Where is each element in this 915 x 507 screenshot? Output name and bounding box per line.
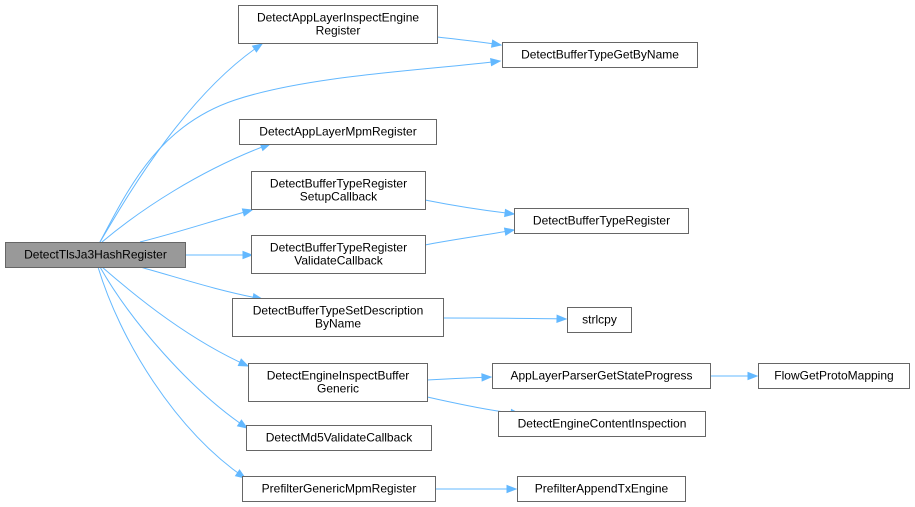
node-label: PrefilterGenericMpmRegister (262, 482, 417, 496)
node-buffer-type-get[interactable]: DetectBufferTypeGetByName (502, 42, 698, 68)
node-label: DetectAppLayerMpmRegister (259, 125, 416, 139)
edge-set-description-to-strlcpy (442, 314, 568, 323)
node-content-inspection[interactable]: DetectEngineContentInspection (498, 411, 706, 437)
node-label: DetectTlsJa3HashRegister (24, 248, 167, 262)
node-buffer-type-register[interactable]: DetectBufferTypeRegister (514, 208, 689, 234)
node-mpm-register[interactable]: DetectAppLayerMpmRegister (239, 119, 437, 145)
node-label: ValidateCallback (294, 254, 383, 268)
node-label: DetectEngineContentInspection (518, 417, 687, 431)
edge-prefilter-mpm-to-append-tx (435, 484, 518, 494)
edge-setup-callback-to-buffer-type-register (424, 199, 516, 218)
node-label: DetectEngineInspectBuffer (267, 369, 410, 383)
edge-root-to-inspect-buffer (101, 266, 250, 367)
node-get-state-progress[interactable]: AppLayerParserGetStateProgress (492, 363, 711, 389)
edge-root-to-validate-callback (185, 250, 254, 260)
node-label: DetectBufferTypeRegister (270, 241, 407, 255)
edge-root-to-set-description (139, 266, 264, 302)
edge-validate-callback-to-buffer-type-register (424, 227, 516, 246)
node-label: FlowGetProtoMapping (774, 369, 893, 383)
edge-inspect-engine-to-buffer-type-get (436, 36, 503, 48)
edge-root-to-inspect-engine (99, 43, 264, 243)
node-strlcpy[interactable]: strlcpy (567, 307, 632, 333)
node-label: DetectAppLayerInspectEngine (257, 11, 419, 25)
node-label: SetupCallback (300, 190, 378, 204)
node-layer: DetectTlsJa3HashRegister DetectAppLayerIn… (5, 5, 910, 502)
node-label: DetectBufferTypeGetByName (521, 48, 679, 62)
edge-inspect-buffer-to-get-state-progress (426, 373, 493, 382)
node-label: Register (316, 24, 361, 38)
node-proto-mapping[interactable]: FlowGetProtoMapping (758, 363, 910, 389)
node-md5-validate[interactable]: DetectMd5ValidateCallback (246, 425, 432, 451)
edge-root-to-md5-validate (99, 266, 249, 429)
node-label: ByName (315, 317, 361, 331)
node-label: PrefilterAppendTxEngine (535, 482, 669, 496)
node-label: DetectMd5ValidateCallback (266, 431, 414, 445)
edge-root-to-buffer-type-get (99, 58, 502, 243)
node-label: AppLayerParserGetStateProgress (510, 369, 692, 383)
node-label: DetectBufferTypeSetDescription (253, 304, 424, 318)
node-label: DetectBufferTypeRegister (270, 177, 407, 191)
node-append-tx[interactable]: PrefilterAppendTxEngine (517, 476, 686, 502)
edge-get-state-progress-to-proto-mapping (710, 371, 759, 381)
node-label: DetectBufferTypeRegister (533, 214, 670, 228)
node-root[interactable]: DetectTlsJa3HashRegister (5, 242, 186, 268)
node-prefilter-mpm[interactable]: PrefilterGenericMpmRegister (242, 476, 436, 502)
edge-root-to-setup-callback (139, 208, 254, 243)
node-label: strlcpy (582, 313, 617, 327)
node-label: Generic (317, 382, 359, 396)
